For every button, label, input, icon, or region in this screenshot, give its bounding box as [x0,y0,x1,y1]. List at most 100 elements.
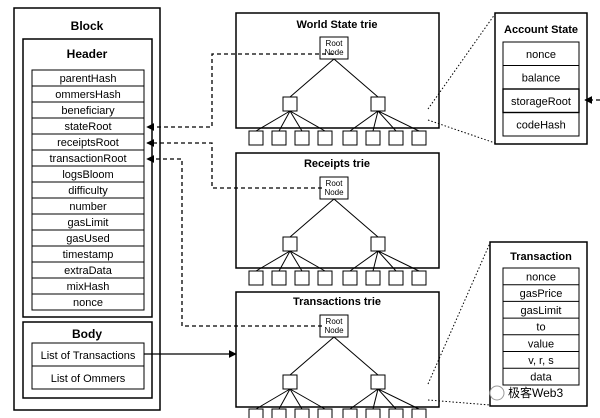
transaction-field: gasLimit [521,305,562,317]
trie-leaf-node [248,408,264,418]
header-field: beneficiary [61,105,115,117]
state-root-link [146,53,333,131]
header-field: gasLimit [68,217,109,229]
transaction-field: data [530,372,552,384]
body-item-ommers: List of Ommers [51,373,126,385]
trie-root-label: Root [326,39,344,48]
transaction-title: Transaction [510,251,572,263]
trie-leaf-node [248,270,264,286]
world-zoom-line-bottom [427,119,496,144]
trie-leaf-node [271,270,287,286]
trie-leaf-node [365,130,381,146]
transaction-field: to [536,322,545,334]
body-panel: Body List of Transactions List of Ommers [22,321,153,399]
trie-leaf-node [365,270,381,286]
body-item-transactions: List of Transactions [41,350,136,362]
trie-edge [333,336,379,376]
trie-leaf-node [411,270,427,286]
trie-leaf-node [294,270,310,286]
trie-edge [377,250,420,272]
trie-root-label: Node [324,188,344,197]
account-state-field: storageRoot [511,96,571,108]
trie-edge [278,110,291,132]
account-state-panel: Account State noncebalancestorageRootcod… [494,12,588,145]
header-field: difficulty [68,185,108,197]
transaction-field: gasPrice [520,288,563,300]
trie-edge [377,250,397,272]
trie-edge [377,110,397,132]
trie-leaf-node [411,408,427,418]
transaction-field: value [528,338,554,350]
trie-edge [349,250,379,272]
receipts-trie-title: Receipts trie [304,158,370,170]
trie-branch-node [282,96,298,112]
header-title: Header [67,47,108,61]
trie-leaf-node [342,130,358,146]
connectors [146,53,600,327]
account-state-title: Account State [504,24,578,36]
header-panel: Header parentHash ommersHash beneficiary st… [22,38,153,318]
trie-root-label: Node [324,326,344,335]
trie-edge [278,250,291,272]
trie-edge [255,250,291,272]
trie-edge [333,58,379,98]
trie-edge [333,198,379,238]
trie-edge [349,110,379,132]
trie-edge [289,250,303,272]
trie-edge [289,58,335,98]
trie-leaf-node [294,408,310,418]
trie-edge [255,110,291,132]
trie-edge [289,250,326,272]
trie-edge [289,336,335,376]
header-field: ommersHash [55,89,120,101]
trie-leaf-node [271,408,287,418]
transaction-root-link [146,155,322,327]
trie-branch-node [370,236,386,252]
trie-branch-node [370,374,386,390]
trie-leaf-node [294,130,310,146]
trie-leaf-node [342,408,358,418]
trie-leaf-node [271,130,287,146]
trie-edge [377,110,420,132]
trie-branch-node [282,374,298,390]
storage-root-highlight [502,88,580,114]
header-field: stateRoot [64,121,111,133]
trie-edge [278,388,291,410]
header-field: timestamp [63,249,114,261]
trie-edge [289,388,303,410]
trie-leaf-node [342,270,358,286]
body-title: Body [72,327,102,341]
trie-edge [372,110,379,132]
header-field: receiptsRoot [57,137,119,149]
trie-leaf-node [388,130,404,146]
transaction-field: v, r, s [528,355,554,367]
header-field: gasUsed [66,233,109,245]
trie-leaf-node [388,270,404,286]
header-field: parentHash [60,73,117,85]
trie-edge [289,110,326,132]
trie-leaf-node [317,408,333,418]
trie-edge [372,250,379,272]
trie-branch-node [282,236,298,252]
header-field: nonce [73,297,103,309]
header-field: transactionRoot [49,153,126,165]
header-field: number [69,201,107,213]
trie-edge [377,388,420,410]
transaction-panel: Transaction nonce gasPrice gasLimit to value… [489,241,588,407]
world-state-trie-title: World State trie [296,19,377,31]
trie-root-label: Node [324,48,344,57]
transaction-field: nonce [526,272,556,284]
trie-edge [289,198,335,238]
header-field: mixHash [67,281,110,293]
trie-branch-node [370,96,386,112]
watermark: 极客Web3 [489,385,563,401]
trie-edge [372,388,379,410]
